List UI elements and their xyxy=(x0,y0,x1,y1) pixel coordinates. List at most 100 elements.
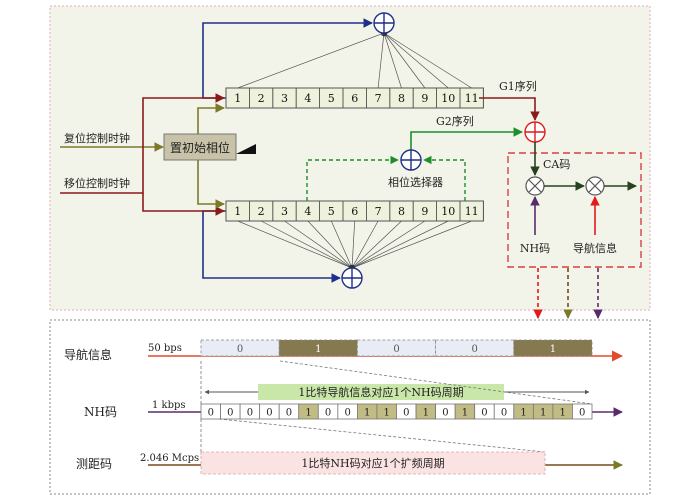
g2-tap-line xyxy=(351,220,426,269)
g1-tap-line xyxy=(383,32,449,89)
nav-bit-label: 0 xyxy=(393,344,399,355)
nav-bit-label: 1 xyxy=(315,344,321,355)
g1-output-line xyxy=(479,97,540,121)
g2-tap-line xyxy=(260,220,353,269)
nh-bit-label: 0 xyxy=(227,408,233,419)
nav-multiplier xyxy=(585,176,605,196)
g2-cell-label: 3 xyxy=(281,205,288,218)
nav-rate-label: 50 bps xyxy=(148,343,182,354)
g1-cell-label: 1 xyxy=(234,92,241,105)
g2-cell-label: 5 xyxy=(328,205,335,218)
g2-tap-lines xyxy=(237,220,472,269)
nh-bit-label: 1 xyxy=(384,408,390,419)
g2-tap-line xyxy=(237,220,353,269)
g1-cell-label: 11 xyxy=(465,92,479,105)
ca-modulation-box xyxy=(507,152,642,268)
ca-label: CA码 xyxy=(543,158,570,171)
g2-tap-line xyxy=(330,220,353,269)
nh-bit-label: 0 xyxy=(344,408,350,419)
nh-bit-label: 1 xyxy=(364,408,370,419)
nh-bit-label: 1 xyxy=(423,408,429,419)
phase-selector-label: 相位选择器 xyxy=(388,175,443,189)
nav-bit xyxy=(513,339,593,357)
g1-cell-label: 5 xyxy=(328,92,335,105)
shift-clock-line-g1 xyxy=(60,93,225,194)
g2-tap-line xyxy=(351,220,449,269)
g1-cell-label: 9 xyxy=(421,92,428,105)
g1-cell-label: 8 xyxy=(398,92,405,105)
nh-label: NH码 xyxy=(520,242,550,255)
ranging-rate-label: 2.046 Mcps xyxy=(140,453,199,464)
nav-to-nh-guides xyxy=(200,360,593,405)
g2-tap-line xyxy=(284,220,353,269)
nh-bit-label: 0 xyxy=(266,408,272,419)
g1-tap-line xyxy=(383,32,472,89)
init-phase-line-g2 xyxy=(197,160,225,209)
nav-bit-label: 1 xyxy=(550,344,556,355)
g2-cell-label: 7 xyxy=(375,205,382,218)
g2-cell xyxy=(459,200,484,222)
g1-cell-label: 6 xyxy=(351,92,358,105)
nh-bit-label: 0 xyxy=(247,408,253,419)
g1-tap-line xyxy=(383,32,402,89)
nh-bit-label: 1 xyxy=(462,408,468,419)
g2-label: G2序列 xyxy=(436,114,474,128)
nh-bit-label: 1 xyxy=(559,408,565,419)
nh-bit-label: 0 xyxy=(501,408,507,419)
g2-cell-label: 2 xyxy=(258,205,265,218)
g1-cell-label: 7 xyxy=(375,92,382,105)
nav-bit-label: 0 xyxy=(237,344,243,355)
nh-bit-label: 0 xyxy=(208,408,214,419)
nh-bit-label: 1 xyxy=(520,408,526,419)
init-phase-label: 置初始相位 xyxy=(170,140,230,155)
nh-bit-label: 0 xyxy=(579,408,585,419)
g2-tap-line xyxy=(351,220,379,269)
nav-bit-row: 0 1 0 0 1 xyxy=(200,339,593,357)
g1-cell-label: 2 xyxy=(258,92,265,105)
reset-clock-label: 复位控制时钟 xyxy=(64,131,130,145)
shift-clock-line-g2 xyxy=(142,193,225,216)
nh-period-note-box xyxy=(258,384,504,400)
nav-label: 导航信息 xyxy=(573,241,617,255)
nh-bit-label: 0 xyxy=(442,408,448,419)
nav-bit-label: 0 xyxy=(472,344,478,355)
init-phase-box xyxy=(163,133,237,161)
g2-tap-line xyxy=(307,220,353,269)
g2-tap-line xyxy=(350,220,356,269)
g2-feedback-xor xyxy=(341,267,363,289)
ranging-period-note: 1比特NH码对应1个扩频周期 xyxy=(301,456,444,470)
nh-bit-label: 1 xyxy=(540,408,546,419)
ca-xor xyxy=(524,121,546,143)
nh-bit-label: 0 xyxy=(481,408,487,419)
init-phase-pointer xyxy=(236,144,256,154)
nh-bit-label: 1 xyxy=(305,408,311,419)
g1-tap-lines xyxy=(237,32,472,89)
g2-cell-label: 11 xyxy=(465,205,479,218)
nh-bit xyxy=(572,403,593,420)
nh-bit-label: 0 xyxy=(403,408,409,419)
g2-cell-label: 8 xyxy=(398,205,405,218)
nh-bit-label: 0 xyxy=(286,408,292,419)
upper-panel-background xyxy=(49,5,651,311)
g2-cell-label: 10 xyxy=(441,205,455,218)
nav-row-label: 导航信息 xyxy=(64,347,112,362)
g2-output-line xyxy=(410,127,523,140)
nh-to-ranging-guides xyxy=(200,418,546,455)
phase-selector-xor xyxy=(400,149,422,171)
g1-cell-label: 10 xyxy=(441,92,455,105)
g1-cell-label: 3 xyxy=(281,92,288,105)
g1-tap-line xyxy=(377,32,386,89)
g2-tap-line xyxy=(351,220,402,269)
g2-cell-label: 9 xyxy=(421,205,428,218)
g2-cell-label: 4 xyxy=(304,205,311,218)
g2-cell-label: 1 xyxy=(234,205,241,218)
phase-tap-line-a xyxy=(306,155,399,201)
g1-label: G1序列 xyxy=(499,79,537,93)
g2-tap-line xyxy=(351,220,472,269)
